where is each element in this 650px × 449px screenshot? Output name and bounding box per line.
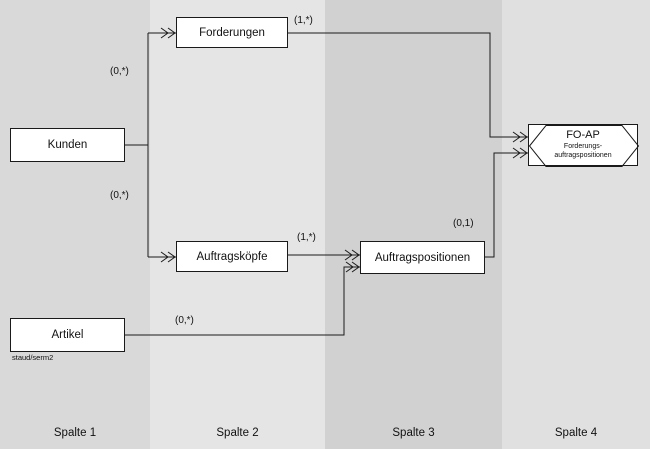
column-band-2 [150,0,325,449]
cardinality-auftragspositionen-foap: (0,1) [453,218,474,229]
column-band-1 [0,0,150,449]
connector-pos-foap [485,152,528,258]
column-label-4: Spalte 4 [554,427,598,439]
er-type-hexagon [529,125,639,167]
cardinality-forderungen-foap: (1,*) [294,15,313,26]
entity-auftragspositionen-label: Auftragspositionen [374,251,471,264]
connector-forderungen-foap [288,32,528,138]
entity-fo-ap-subtitle: Forderungs- auftragspositionen [554,143,612,159]
connector-kunden-trunk [125,32,176,258]
column-band-3 [325,0,502,449]
crowsfoot-arrowheads [160,27,528,273]
entity-fo-ap-title: FO-AP [566,129,600,142]
cardinality-auftragskoepfe-auftragspositionen: (1,*) [297,232,316,243]
cardinality-kunden-forderungen: (0,*) [110,66,129,77]
entity-auftragspositionen: Auftragspositionen [360,241,485,274]
entity-fo-ap-text: FO-AP Forderungs- auftragspositionen [554,130,611,159]
entity-auftragskoepfe-label: Auftragsköpfe [196,250,268,263]
entity-kunden: Kunden [10,128,125,162]
column-band-4 [502,0,650,449]
source-note: staud/serm2 [12,353,54,362]
column-label-3: Spalte 3 [392,427,435,439]
cardinality-kunden-auftragskoepfe: (0,*) [110,190,129,201]
entity-fo-ap: FO-AP Forderungs- auftragspositionen [528,124,639,167]
column-label-1: Spalte 1 [53,427,97,439]
cardinality-artikel-auftragspositionen: (0,*) [175,315,194,326]
entity-forderungen: Forderungen [176,17,288,48]
connector-artikel-pos [125,266,360,336]
entity-kunden-label: Kunden [47,139,88,151]
column-label-2: Spalte 2 [216,427,259,439]
entity-artikel-label: Artikel [51,329,84,341]
entity-artikel: Artikel [10,318,125,352]
entity-auftragskoepfe: Auftragsköpfe [176,241,288,272]
entity-forderungen-label: Forderungen [199,26,265,39]
